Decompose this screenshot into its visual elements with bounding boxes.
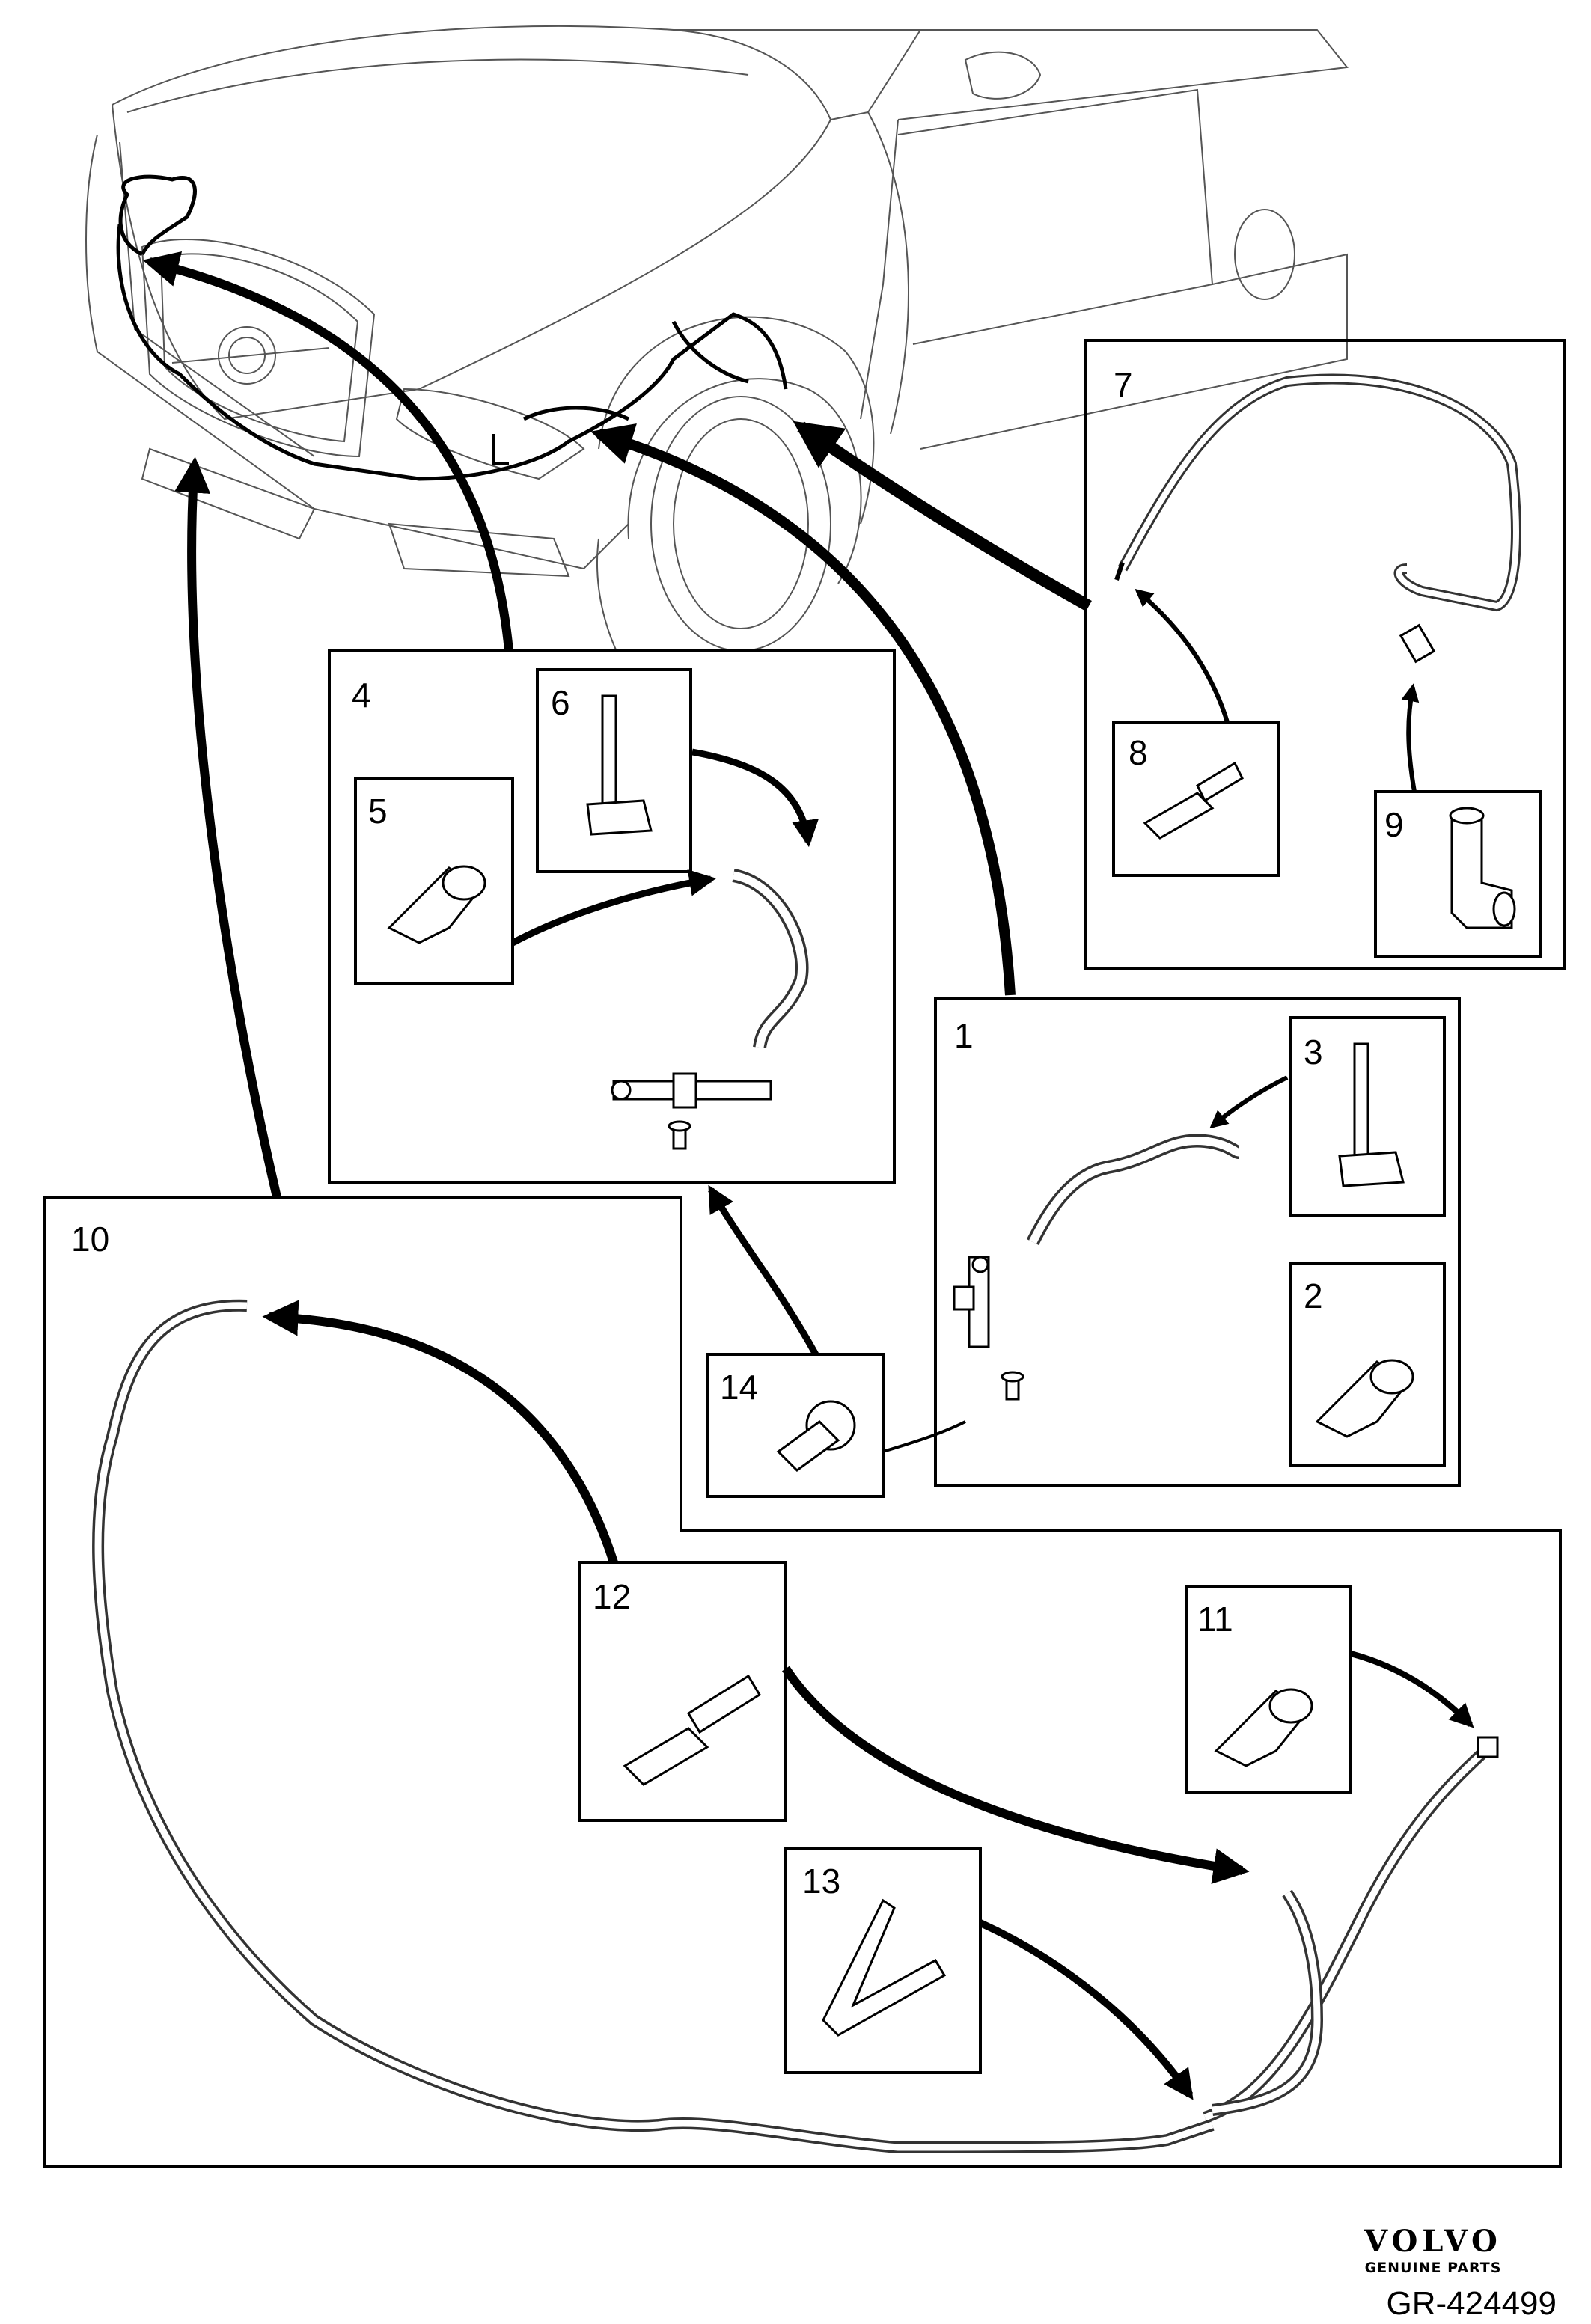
headlamp-washer-nozzle-icon bbox=[953, 1256, 990, 1348]
part-11-box bbox=[1185, 1585, 1352, 1794]
screw-icon bbox=[668, 1120, 691, 1150]
callout-7-label: 7 bbox=[1114, 365, 1133, 404]
torx-screw-icon bbox=[776, 1400, 856, 1472]
callout-2-label: 2 bbox=[1304, 1276, 1323, 1315]
group-1-box: 1 3 2 bbox=[934, 997, 1461, 1487]
straight-connector-icon bbox=[623, 1674, 762, 1786]
straight-connector-icon bbox=[1143, 761, 1244, 840]
elbow-connector-icon bbox=[1449, 807, 1516, 929]
y-connector-icon bbox=[822, 1898, 947, 2037]
group-7-box: 7 8 9 bbox=[1084, 339, 1566, 970]
callout-10-label: 10 bbox=[71, 1220, 109, 1259]
group-4-box: 4 6 5 bbox=[328, 649, 896, 1184]
callout-9-label: 9 bbox=[1384, 805, 1404, 844]
callout-11-label: 11 bbox=[1197, 1600, 1233, 1639]
callout-4-label: 4 bbox=[352, 676, 371, 715]
washer-hose-route bbox=[116, 174, 788, 481]
brand-logo: VOLVO bbox=[1364, 2224, 1502, 2259]
screw-icon bbox=[1001, 1371, 1024, 1401]
car-front-illustration bbox=[85, 25, 1349, 674]
hose-end-connector-icon bbox=[1315, 1359, 1414, 1438]
part-2-box bbox=[1289, 1262, 1446, 1467]
callout-6-label: 6 bbox=[551, 683, 570, 722]
headlamp-washer-nozzle-icon bbox=[611, 1072, 772, 1109]
callout-5-label: 5 bbox=[368, 792, 388, 831]
hose-end-connector-icon bbox=[1214, 1688, 1313, 1767]
callout-14-label: 14 bbox=[720, 1368, 758, 1407]
callout-12-label: 12 bbox=[593, 1577, 631, 1616]
hose-clip-icon bbox=[586, 694, 653, 836]
callout-3-label: 3 bbox=[1304, 1033, 1323, 1071]
group-10-box: 10 11 12 13 14 bbox=[43, 1184, 1562, 2168]
hose-clip-icon bbox=[1338, 1042, 1405, 1187]
part-5-box bbox=[354, 777, 514, 985]
callout-arrows bbox=[142, 251, 1092, 1199]
part-13-box bbox=[784, 1847, 982, 2074]
callout-8-label: 8 bbox=[1129, 733, 1148, 772]
callout-1-label: 1 bbox=[954, 1016, 974, 1055]
diagram-reference: GR-424499 bbox=[1386, 2285, 1557, 2322]
callout-13-label: 13 bbox=[802, 1862, 840, 1901]
hose-end-connector-icon bbox=[387, 865, 486, 944]
brand-tagline: GENUINE PARTS bbox=[1364, 2260, 1502, 2276]
